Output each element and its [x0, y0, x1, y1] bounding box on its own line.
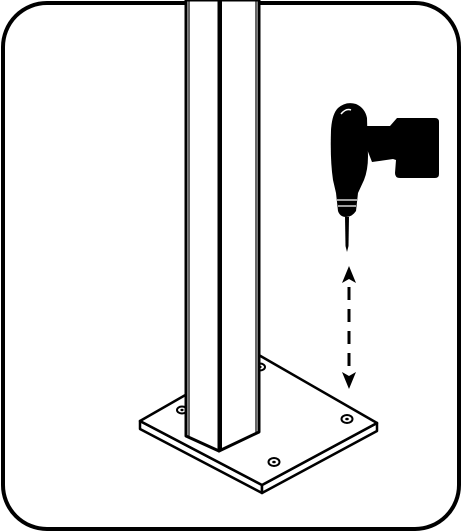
power-drill-icon: [330, 103, 439, 252]
post-icon: [184, 0, 261, 453]
screw-hole: [340, 414, 354, 424]
double-headed-arrow-icon: [342, 266, 356, 389]
screw-hole: [267, 457, 281, 467]
